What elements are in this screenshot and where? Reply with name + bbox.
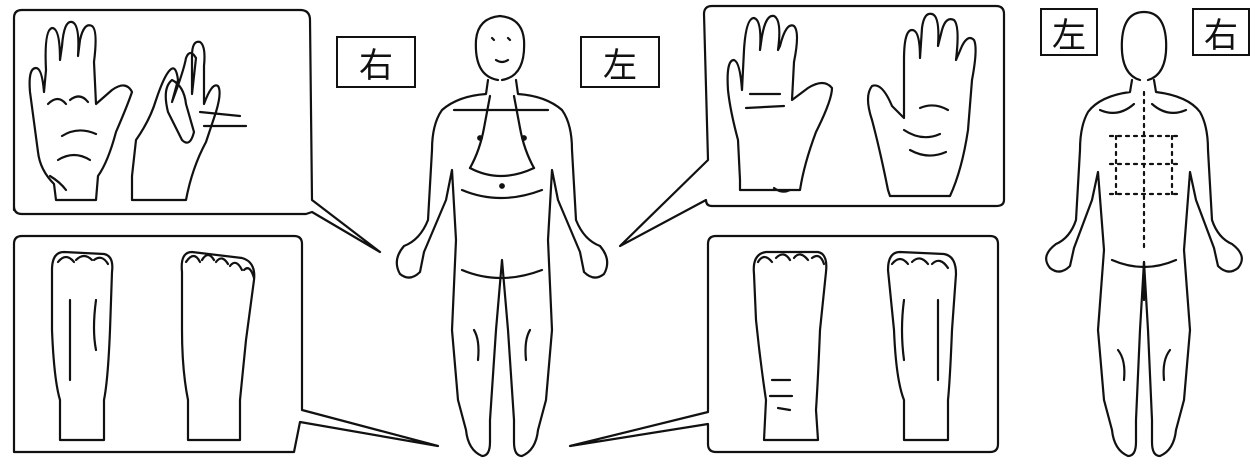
hands-panel-right (14, 10, 380, 252)
back-right-label: 右 (1192, 8, 1250, 56)
front-left-label: 左 (580, 36, 660, 88)
back-left-label: 左 (1040, 8, 1098, 56)
left-back-of-hand-drawing (728, 16, 832, 192)
left-top-of-foot-drawing (754, 252, 827, 440)
front-right-label: 右 (336, 36, 416, 88)
left-palm-drawing (868, 14, 976, 196)
feet-panel-left (570, 236, 998, 452)
right-back-of-hand-drawing (132, 42, 246, 200)
left-sole-drawing (888, 252, 956, 440)
feet-panel-right (14, 236, 438, 452)
hands-panel-left (620, 6, 1004, 246)
right-top-of-foot-drawing (182, 252, 255, 440)
front-body-figure (397, 16, 607, 456)
right-sole-drawing (52, 252, 112, 440)
back-body-figure (1046, 12, 1242, 456)
right-palm-drawing (30, 22, 132, 200)
